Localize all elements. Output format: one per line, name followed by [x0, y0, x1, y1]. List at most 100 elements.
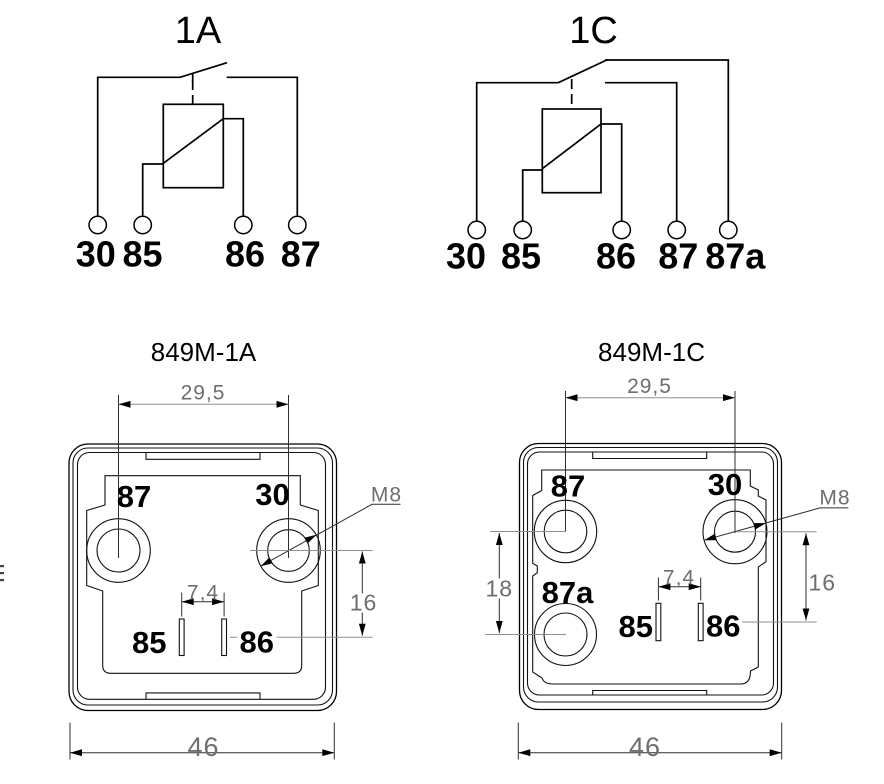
arrow-top: [802, 533, 810, 546]
stud-label-87a: 87a: [542, 575, 594, 610]
dim-text-stud-spacing: 29,5: [627, 375, 672, 398]
body-inner-contour: [76, 451, 327, 700]
terminal-label-30: 30: [446, 235, 486, 276]
circuit-1c-title: 1C: [569, 10, 618, 52]
body-outer-contour: [518, 442, 783, 711]
dim-stud-spacing: 29,5: [565, 375, 736, 533]
dim-overall-width: 46: [69, 722, 335, 762]
circuit-1a-title: 1A: [175, 10, 222, 52]
wire-terminal-85: [141, 163, 164, 217]
cavity-contour: [86, 475, 319, 674]
dim-vertical-offset-16: 16: [230, 550, 378, 638]
terminal-pin-87a: [718, 220, 738, 240]
top-edge-notch: [592, 452, 708, 460]
wire-terminal-85: [521, 169, 543, 222]
drawing-1c-title: 849M-1C: [598, 337, 705, 367]
dim-text-overall-width: 46: [629, 732, 661, 762]
body-inner-contour: [526, 451, 775, 696]
blade-slot-86: [221, 618, 228, 657]
dimension-drawing-849m-1c: 849M-1C 29,5 M8: [485, 337, 850, 762]
coil-box: [541, 108, 602, 194]
terminal-pin-87: [287, 215, 307, 235]
arrow-bottom: [802, 608, 810, 621]
blade-label-85: 85: [618, 609, 652, 644]
terminal-pin-87: [667, 220, 687, 240]
terminal-pin-86: [612, 220, 632, 240]
arrow-top: [358, 551, 366, 564]
wire-terminal-87a: [605, 59, 730, 222]
blade-slot-85: [178, 618, 185, 657]
thread-text: M8: [819, 487, 850, 510]
dim-blade-spacing: 7,4: [657, 567, 702, 601]
stud-label-87: 87: [117, 479, 151, 514]
arrow-top: [495, 533, 503, 545]
text-mask: [488, 578, 511, 599]
switch-blade: [179, 61, 228, 79]
arrow-bottom: [495, 621, 503, 633]
wire-terminal-86: [223, 117, 245, 217]
blade-label-86: 86: [706, 609, 740, 644]
dim-text-16: 16: [350, 590, 378, 616]
arrow-right: [723, 394, 735, 402]
blade-slot-85: [655, 602, 662, 642]
bottom-edge-notch: [145, 692, 261, 700]
terminal-label-87: 87: [658, 235, 698, 276]
dim-stud-spacing: 29,5: [118, 382, 289, 558]
arrow-left: [118, 400, 131, 408]
arrow-left: [518, 749, 531, 757]
thread-callout-m8: M8: [703, 487, 850, 544]
body-mid-contour: [522, 446, 779, 703]
thread-text: M8: [371, 484, 402, 507]
terminal-pin-85: [513, 220, 533, 240]
edge-artifact-mark: [0, 565, 4, 582]
dim-text-16: 16: [809, 570, 837, 596]
cavity-contour: [532, 469, 767, 685]
terminal-label-87: 87: [281, 234, 321, 275]
top-edge-notch: [145, 452, 261, 460]
bottom-edge-notch: [592, 689, 708, 695]
terminal-pin-85: [133, 215, 153, 235]
dim-text-stud-spacing: 29,5: [181, 382, 226, 405]
terminal-label-30: 30: [76, 234, 116, 275]
stud-label-87: 87: [551, 469, 585, 504]
blade-label-86: 86: [239, 625, 273, 660]
dim-blade-spacing: 7,4: [181, 582, 225, 617]
circuit-schematic-1a: 1A 30 85 86 87: [76, 10, 321, 275]
arrow-right: [276, 400, 289, 408]
terminal-label-87a: 87a: [705, 235, 766, 276]
wire-terminal-87: [605, 81, 678, 222]
artifact-dash: [0, 579, 4, 582]
text-mask: [704, 611, 743, 639]
terminal-label-86: 86: [225, 234, 265, 275]
dim-text-overall-width: 46: [187, 732, 219, 762]
body-outer-contour: [68, 443, 338, 712]
stud-label-30: 30: [255, 477, 289, 512]
stud-label-30: 30: [708, 467, 742, 502]
wire-terminal-87: [226, 76, 299, 217]
terminal-label-85: 85: [122, 234, 162, 275]
coil-diagonal: [162, 118, 224, 164]
terminal-label-86: 86: [596, 235, 636, 276]
arrow-upper: [753, 519, 767, 530]
terminal-label-85: 85: [501, 235, 541, 276]
circuit-schematic-1c: 1C 30 85 86 87 87a: [446, 10, 766, 276]
wire-terminal-30: [96, 76, 180, 217]
coil-diagonal: [541, 123, 602, 170]
dim-lower-stud-offset-18: 18: [485, 531, 566, 635]
text-mask: [237, 627, 277, 655]
arrow-right: [769, 749, 782, 757]
arrow-right: [322, 749, 335, 757]
terminal-pin-86: [233, 215, 253, 235]
arrow-left: [565, 394, 578, 402]
blade-slot-86: [697, 602, 704, 642]
terminal-pin-30: [88, 215, 108, 235]
switch-blade: [557, 59, 608, 84]
dim-text-18: 18: [486, 576, 514, 602]
arrow-bottom: [358, 623, 366, 636]
arrow-lower: [703, 533, 717, 544]
leader-line: [704, 507, 849, 541]
artifact-dash: [0, 565, 4, 568]
coil-box: [162, 103, 225, 189]
